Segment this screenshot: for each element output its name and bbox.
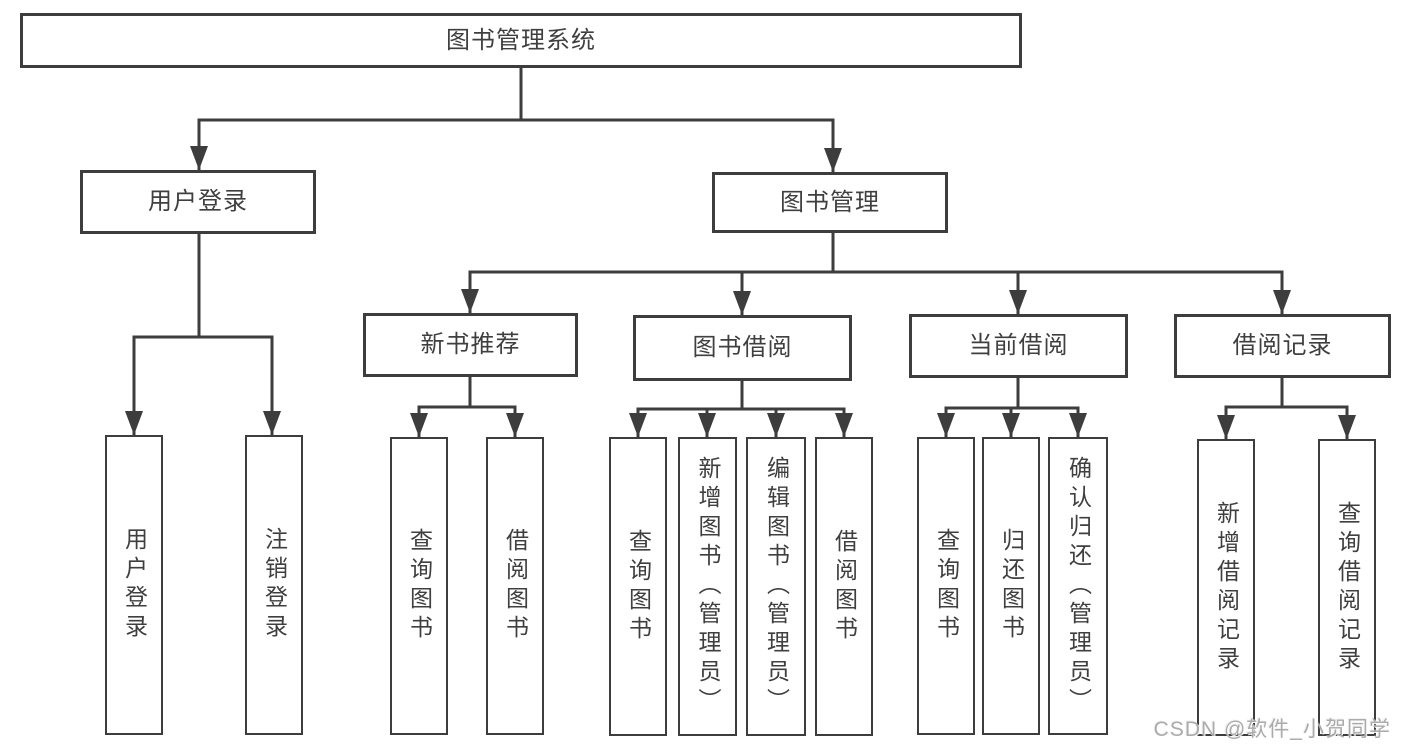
node-book-borrowing: 图书借阅 bbox=[633, 315, 852, 381]
node-leaf-query-books-current: 查询图书 bbox=[917, 437, 975, 735]
node-leaf-borrow-books: 借阅图书 bbox=[815, 437, 873, 736]
node-user-login: 用户登录 bbox=[80, 170, 316, 234]
node-current-borrowing: 当前借阅 bbox=[909, 314, 1128, 378]
node-book-management: 图书管理 bbox=[712, 172, 948, 233]
node-leaf-logout: 注销登录 bbox=[245, 435, 303, 735]
node-leaf-return-books: 归还图书 bbox=[982, 437, 1040, 735]
node-leaf-query-borrow-record: 查询借阅记录 bbox=[1318, 439, 1376, 736]
node-library-management-system: 图书管理系统 bbox=[20, 13, 1022, 68]
node-leaf-query-books-recommend: 查询图书 bbox=[390, 437, 448, 735]
node-leaf-query-books-borrow: 查询图书 bbox=[609, 437, 667, 736]
node-leaf-edit-books-admin: 编辑图书（管理员） bbox=[746, 437, 806, 736]
node-leaf-add-books-admin: 新增图书（管理员） bbox=[678, 437, 737, 736]
node-leaf-borrow-books-recommend: 借阅图书 bbox=[486, 437, 544, 735]
node-leaf-user-login: 用户登录 bbox=[105, 435, 163, 735]
node-leaf-add-borrow-record: 新增借阅记录 bbox=[1197, 439, 1255, 736]
node-new-book-recommendation: 新书推荐 bbox=[363, 313, 578, 377]
node-leaf-confirm-return-admin: 确认归还（管理员） bbox=[1048, 437, 1108, 735]
csdn-watermark: CSDN @软件_小贺同学 bbox=[1153, 718, 1391, 741]
node-borrowing-records: 借阅记录 bbox=[1174, 314, 1391, 378]
